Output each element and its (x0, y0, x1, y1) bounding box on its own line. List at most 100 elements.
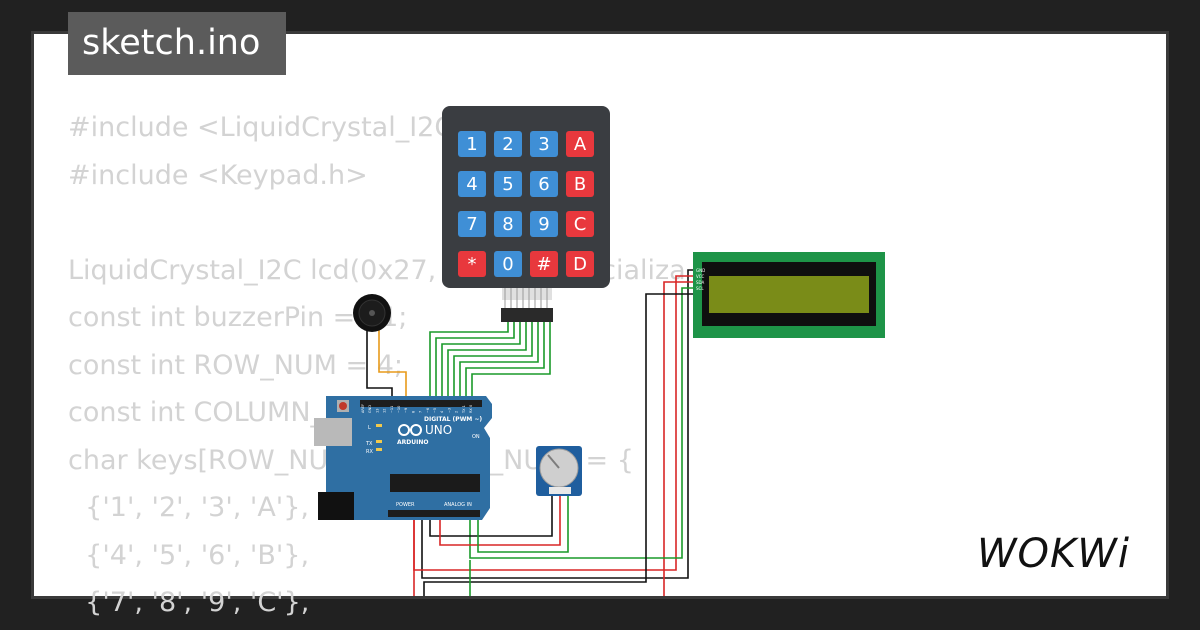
keypad-key-cap (530, 171, 558, 197)
pin-label: ~5 (433, 408, 437, 413)
keypad-connector (501, 308, 553, 322)
led-rx (376, 448, 382, 451)
keypad-key-cap (530, 251, 558, 277)
keypad-key-cap (530, 131, 558, 157)
power-jack (318, 492, 354, 520)
power-analog-header (388, 510, 480, 517)
pin-label: 13 (375, 409, 379, 413)
lcd-pin-label: VCC (696, 274, 705, 279)
potentiometer[interactable] (536, 446, 582, 496)
pot-pins (549, 487, 571, 494)
keypad-ribbon (502, 288, 552, 300)
keypad-key[interactable]: 0 (494, 251, 522, 277)
pin-label: ~10 (397, 406, 401, 413)
arduino-logo-icon (398, 424, 422, 436)
keypad-key-label: 9 (538, 214, 549, 235)
code-line: const int buzzerPin = 11; (68, 302, 408, 333)
usb-port (314, 418, 352, 446)
keypad-key[interactable]: # (530, 251, 558, 277)
keypad-key[interactable]: B (566, 171, 594, 197)
wires (366, 269, 695, 596)
keypad-key-cap (458, 171, 486, 197)
led-tx (376, 440, 382, 443)
lcd-pin-label: SDA (696, 280, 705, 285)
wire-keypad-4 (447, 320, 527, 398)
keypad-key-label: 8 (502, 214, 513, 235)
keypad-key[interactable]: 6 (530, 171, 558, 197)
wire-keypad-7 (465, 320, 545, 398)
keypad-key[interactable]: 4 (458, 171, 486, 197)
buzzer[interactable] (353, 294, 391, 332)
keypad-key[interactable]: C (566, 211, 594, 237)
file-tab[interactable]: sketch.ino (68, 12, 286, 75)
keypad-key-label: 2 (502, 134, 513, 155)
keypad-key[interactable]: 8 (494, 211, 522, 237)
lcd-pin-label: GND (696, 268, 705, 273)
analog-label: ANALOG IN (444, 502, 472, 508)
keypad-key[interactable]: 9 (530, 211, 558, 237)
wire-pot-vcc (439, 492, 561, 546)
wire-keypad-1 (429, 320, 509, 398)
wokwi-logo: WOKWi (977, 531, 1129, 577)
wire-pot-signal (477, 492, 569, 553)
wire-lcd-sda (469, 287, 695, 559)
keypad-key[interactable]: 2 (494, 131, 522, 157)
pin-label: ~11 (390, 406, 394, 413)
keypad-key-label: 5 (502, 174, 513, 195)
led-label-rx: RX (366, 449, 373, 455)
board-model: UNO (425, 423, 452, 437)
pin-label: 2 (455, 411, 459, 413)
buzzer-hole (369, 310, 375, 316)
keypad-key-label: 0 (502, 254, 513, 275)
wire-keypad-8 (471, 320, 551, 398)
digital-header (360, 400, 482, 407)
led-label-l: L (368, 425, 371, 431)
lcd-screen (709, 276, 869, 313)
pin-label: 12 (383, 409, 387, 413)
keypad-key-cap (494, 131, 522, 157)
pin-label: ~6 (426, 408, 430, 413)
keypad-key[interactable]: 3 (530, 131, 558, 157)
led-label-tx: TX (365, 441, 373, 447)
keypad-key-cap (494, 211, 522, 237)
keypad-key-cap (566, 131, 594, 157)
wire-keypad-5 (453, 320, 533, 398)
led-l (376, 424, 382, 427)
keypad-key[interactable]: 1 (458, 131, 486, 157)
pin-label: 4 (440, 410, 444, 413)
pot-indicator (547, 454, 560, 469)
wire-lcd-scl (423, 293, 695, 596)
keypad-ribbon-lines (504, 288, 548, 308)
keypad-key[interactable]: * (458, 251, 486, 277)
keypad-key-cap (530, 211, 558, 237)
keypad-key[interactable]: 5 (494, 171, 522, 197)
keypad-key[interactable]: A (566, 131, 594, 157)
reset-button (339, 402, 347, 410)
file-tab-label: sketch.ino (82, 23, 261, 63)
keypad-key[interactable]: D (566, 251, 594, 277)
wire-buzzer-gnd (366, 328, 393, 400)
keypad-key[interactable]: 7 (458, 211, 486, 237)
pin-label: TX 1 (462, 405, 466, 414)
code-line: {'7', '8', '9', 'C'}, (68, 587, 310, 618)
keypad-key-label: 3 (538, 134, 549, 155)
keypad-key-cap (458, 131, 486, 157)
power-label: POWER (396, 502, 415, 508)
wire-pot-gnd (429, 492, 553, 537)
keypad-key-cap (494, 171, 522, 197)
wire-keypad-6 (459, 320, 539, 398)
keypad-key-cap (458, 251, 486, 277)
keypad-key-cap (566, 211, 594, 237)
code-line: const int ROW_NUM = 4; (68, 349, 404, 381)
keypad-key-label: * (468, 254, 477, 275)
pin-label: 7 (419, 411, 423, 413)
lcd-pin-label: SCL (696, 286, 704, 291)
keypad-key-label: 4 (466, 174, 477, 195)
